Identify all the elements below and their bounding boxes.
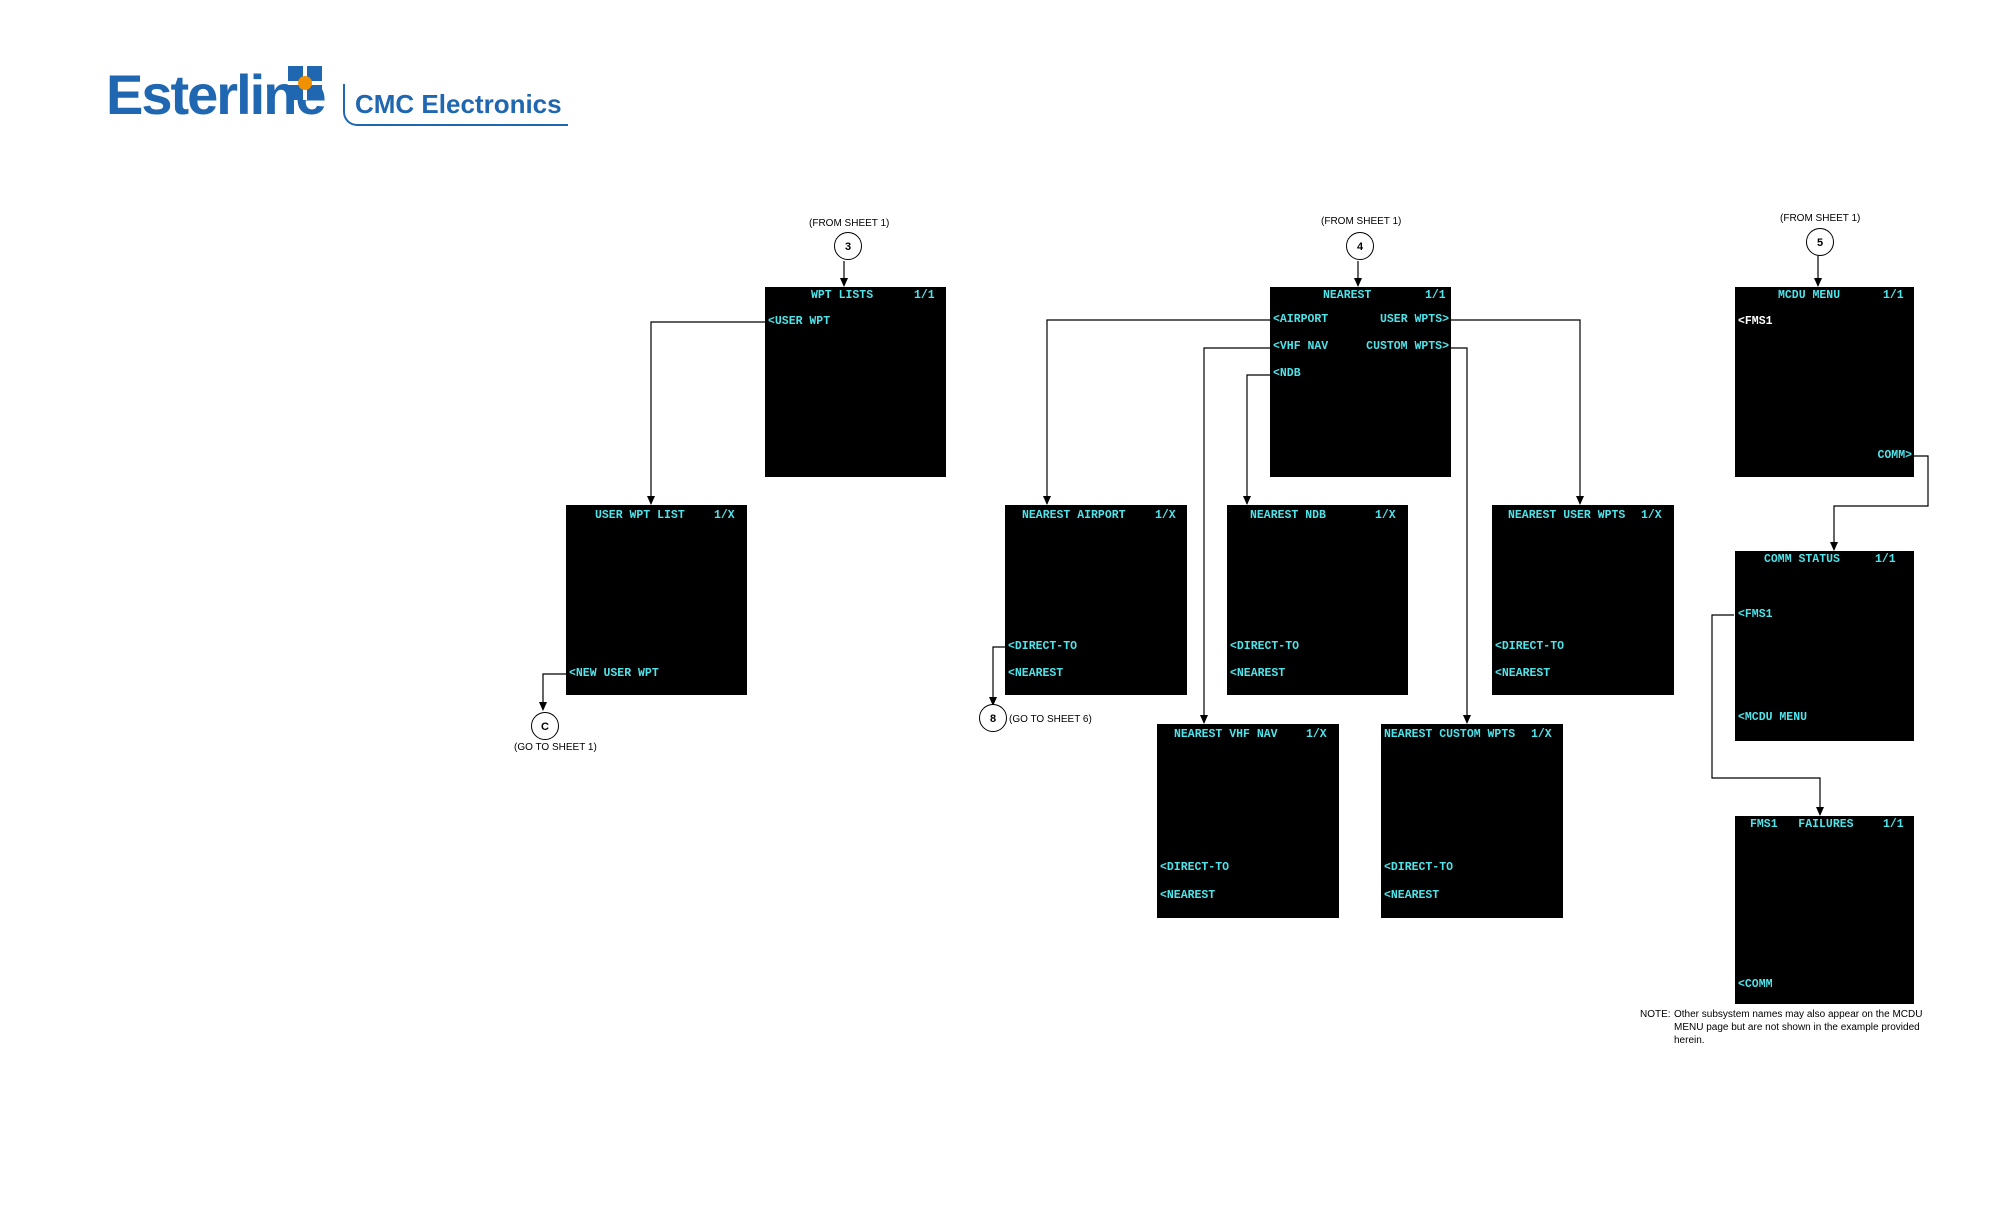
screen-mcdu-menu: MCDU MENU 1/1 <FMS1 COMM> <box>1735 287 1914 477</box>
screen-page: 1/1 <box>1875 553 1896 566</box>
screen-title: COMM STATUS <box>1764 553 1840 566</box>
lsk-mcdu-menu: <MCDU MENU <box>1738 711 1808 724</box>
off-page-connector-8: 8 <box>979 704 1007 732</box>
screen-title: NEAREST USER WPTS <box>1508 509 1626 522</box>
screen-nearest-custom-wpts: NEAREST CUSTOM WPTS 1/X <DIRECT-TO <NEAR… <box>1381 724 1563 918</box>
rsk-custom-wpts: CUSTOM WPTS> <box>1366 340 1449 353</box>
lsk-fms1: <FMS1 <box>1738 315 1773 328</box>
lsk-vhf-nav: <VHF NAV <box>1273 340 1329 353</box>
lsk-direct-to: <DIRECT-TO <box>1230 640 1300 653</box>
lsk-direct-to: <DIRECT-TO <box>1495 640 1565 653</box>
off-page-connector-3: 3 <box>834 232 862 260</box>
screen-nearest-user-wpts: NEAREST USER WPTS 1/X <DIRECT-TO <NEARES… <box>1492 505 1674 695</box>
lsk-nearest: <NEAREST <box>1384 889 1440 902</box>
screen-page: 1/X <box>1641 509 1662 522</box>
screen-page: 1/1 <box>1883 818 1904 831</box>
lsk-direct-to: <DIRECT-TO <box>1384 861 1454 874</box>
rsk-comm: COMM> <box>1877 449 1912 462</box>
screen-user-wpt-list: USER WPT LIST 1/X <NEW USER WPT <box>566 505 747 695</box>
lsk-nearest: <NEAREST <box>1230 667 1286 680</box>
from-sheet-label: (FROM SHEET 1) <box>1321 216 1402 227</box>
screen-title: USER WPT LIST <box>595 509 685 522</box>
screen-nearest: NEAREST 1/1 <AIRPORT USER WPTS> <VHF NAV… <box>1270 287 1451 477</box>
off-page-connector-5: 5 <box>1806 228 1834 256</box>
screen-page: 1/X <box>1531 728 1552 741</box>
screen-nearest-vhf-nav: NEAREST VHF NAV 1/X <DIRECT-TO <NEAREST <box>1157 724 1339 918</box>
screen-title: FMS1 FAILURES <box>1750 818 1854 831</box>
lsk-airport: <AIRPORT <box>1273 313 1329 326</box>
off-page-connector-c: C <box>531 712 559 740</box>
screen-page: 1/1 <box>914 289 935 302</box>
screen-title: NEAREST <box>1323 289 1372 302</box>
screen-page: 1/X <box>1155 509 1176 522</box>
screen-page: 1/X <box>1375 509 1396 522</box>
screen-page: 1/1 <box>1883 289 1904 302</box>
lsk-nearest: <NEAREST <box>1160 889 1216 902</box>
screen-title: WPT LISTS <box>811 289 874 302</box>
note-text: Other subsystem names may also appear on… <box>1674 1009 1923 1046</box>
note-label: NOTE: <box>1640 1009 1671 1020</box>
screen-wpt-lists: WPT LISTS 1/1 <USER WPT <box>765 287 946 477</box>
screen-nearest-airport: NEAREST AIRPORT 1/X <DIRECT-TO <NEAREST <box>1005 505 1187 695</box>
esterline-logo-mark <box>288 66 322 100</box>
screen-page: 1/X <box>714 509 735 522</box>
screen-fms1-failures: FMS1 FAILURES 1/1 <COMM <box>1735 816 1914 1004</box>
lsk-ndb: <NDB <box>1273 367 1301 380</box>
screen-nearest-ndb: NEAREST NDB 1/X <DIRECT-TO <NEAREST <box>1227 505 1408 695</box>
screen-page: 1/X <box>1306 728 1327 741</box>
lsk-direct-to: <DIRECT-TO <box>1008 640 1078 653</box>
screen-title: NEAREST NDB <box>1250 509 1326 522</box>
lsk-new-user-wpt: <NEW USER WPT <box>569 667 659 680</box>
off-page-connector-4: 4 <box>1346 232 1374 260</box>
screen-page: 1/1 <box>1425 289 1446 302</box>
lsk-direct-to: <DIRECT-TO <box>1160 861 1230 874</box>
lsk-nearest: <NEAREST <box>1495 667 1551 680</box>
go-to-sheet-label: (GO TO SHEET 6) <box>1009 714 1092 725</box>
screen-title: MCDU MENU <box>1778 289 1841 302</box>
screen-title: NEAREST AIRPORT <box>1022 509 1126 522</box>
from-sheet-label: (FROM SHEET 1) <box>1780 213 1861 224</box>
lsk-fms1: <FMS1 <box>1738 608 1773 621</box>
screen-comm-status: COMM STATUS 1/1 <FMS1 <MCDU MENU <box>1735 551 1914 741</box>
lsk-comm: <COMM <box>1738 978 1773 991</box>
rsk-user-wpts: USER WPTS> <box>1379 313 1449 326</box>
lsk-nearest: <NEAREST <box>1008 667 1064 680</box>
cmc-electronics-logo: CMC Electronics <box>343 84 568 126</box>
from-sheet-label: (FROM SHEET 1) <box>809 218 890 229</box>
screen-title: NEAREST VHF NAV <box>1174 728 1278 741</box>
go-to-sheet-label: (GO TO SHEET 1) <box>514 742 597 753</box>
lsk-user-wpt: <USER WPT <box>768 315 831 328</box>
screen-title: NEAREST CUSTOM WPTS <box>1384 728 1516 741</box>
